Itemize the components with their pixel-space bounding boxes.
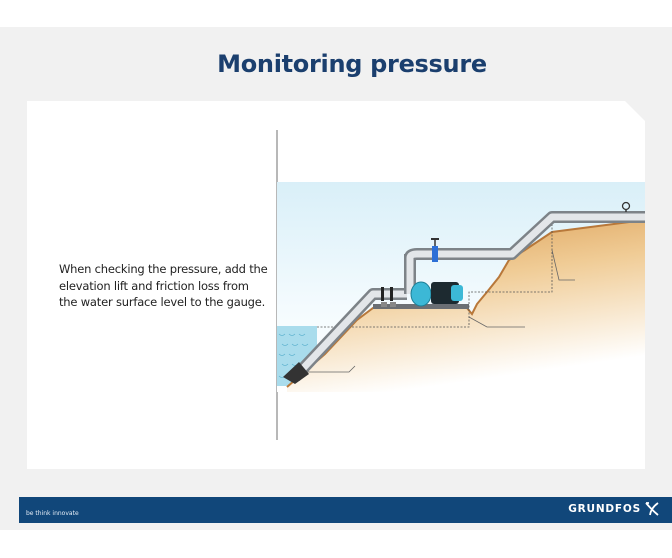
- motor: [431, 282, 463, 304]
- grundfos-x-icon: [645, 502, 659, 516]
- brand-logo: GRUNDFOS: [568, 502, 660, 516]
- brand-name: GRUNDFOS: [568, 503, 641, 515]
- footer-bar: be think innovate GRUNDFOS: [19, 497, 672, 523]
- tagline: be think innovate: [26, 510, 79, 517]
- slide-title: Monitoring pressure: [217, 50, 487, 78]
- pump-installation-diagram: [277, 182, 646, 392]
- column-divider: [276, 130, 278, 440]
- discharge-pipe: [404, 211, 645, 264]
- soil-slope: [287, 220, 645, 392]
- foot-valve: [283, 362, 309, 384]
- body-text: When checking the pressure, add the elev…: [59, 262, 268, 309]
- discharge-valve: [431, 238, 439, 262]
- pressure-gauge: [621, 201, 631, 212]
- suction-pipe: [283, 287, 407, 384]
- dimension-lines: [317, 222, 553, 328]
